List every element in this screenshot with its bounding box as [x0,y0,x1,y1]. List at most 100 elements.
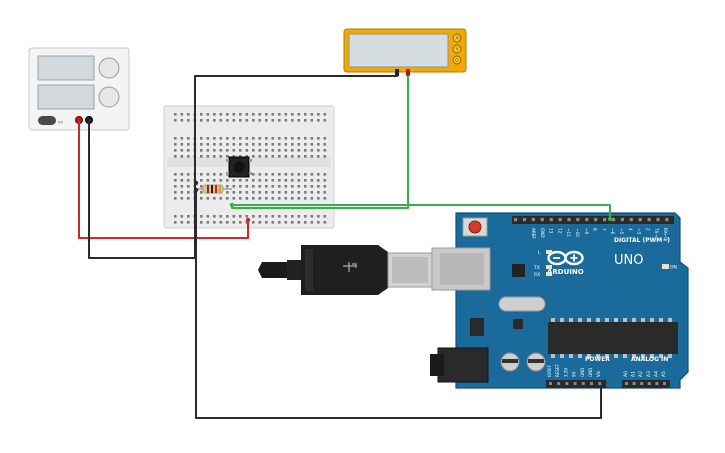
breadboard-hole[interactable] [291,143,294,146]
breadboard-hole[interactable] [284,173,288,176]
breadboard-hole[interactable] [226,179,229,182]
breadboard-hole[interactable] [200,179,203,182]
breadboard-hole[interactable] [226,197,229,200]
breadboard-hole[interactable] [239,137,242,140]
breadboard-hole[interactable] [252,185,255,188]
breadboard-hole[interactable] [278,119,281,122]
breadboard-hole[interactable] [226,191,229,194]
breadboard-hole[interactable] [239,215,242,218]
breadboard-hole[interactable] [219,155,223,158]
breadboard-hole[interactable] [291,137,294,140]
breadboard-hole[interactable] [258,185,262,188]
breadboard-hole[interactable] [174,173,177,176]
breadboard-hole[interactable] [200,221,203,224]
breadboard-hole[interactable] [213,173,216,176]
breadboard-hole[interactable] [271,179,275,182]
breadboard-hole[interactable] [219,179,223,182]
breadboard-hole[interactable] [245,197,249,200]
breadboard-hole[interactable] [317,197,320,200]
breadboard-hole[interactable] [297,191,301,194]
breadboard-hole[interactable] [304,119,307,122]
arduino-digital-pin[interactable] [531,218,535,222]
breadboard-hole[interactable] [174,221,177,224]
breadboard-hole[interactable] [187,191,190,194]
multimeter-black-lead[interactable] [395,69,399,76]
breadboard-hole[interactable] [284,215,288,218]
breadboard-hole[interactable] [245,155,249,158]
breadboard-hole[interactable] [206,143,210,146]
breadboard-hole[interactable] [310,137,314,140]
breadboard-hole[interactable] [206,113,210,116]
breadboard-hole[interactable] [245,119,249,122]
breadboard-hole[interactable] [304,143,307,146]
arduino-power-pin[interactable] [581,382,585,385]
breadboard-hole[interactable] [258,215,262,218]
breadboard-hole[interactable] [265,137,268,140]
breadboard-hole[interactable] [297,221,301,224]
arduino-digital-pin[interactable] [549,218,553,222]
breadboard-hole[interactable] [187,149,190,152]
arduino-digital-pin[interactable] [540,218,544,222]
arduino-analog-pin[interactable] [663,382,666,385]
breadboard-hole[interactable] [232,197,236,200]
breadboard-hole[interactable] [297,197,301,200]
breadboard-hole[interactable] [323,191,327,194]
breadboard-hole[interactable] [291,221,294,224]
breadboard-hole[interactable] [317,179,320,182]
arduino-power-pin[interactable] [590,382,593,385]
breadboard-hole[interactable] [252,137,255,140]
breadboard-hole[interactable] [310,191,314,194]
breadboard-hole[interactable] [200,215,203,218]
breadboard-hole[interactable] [258,155,262,158]
breadboard-hole[interactable] [304,155,307,158]
breadboard-hole[interactable] [239,197,242,200]
breadboard-hole[interactable] [258,179,262,182]
arduino-analog-pin[interactable] [655,382,659,385]
breadboard-hole[interactable] [245,137,249,140]
breadboard-hole[interactable] [213,155,216,158]
breadboard-hole[interactable] [206,119,210,122]
breadboard-hole[interactable] [213,179,216,182]
red-wire-endpoint[interactable] [245,217,251,223]
breadboard-hole[interactable] [278,179,281,182]
breadboard-hole[interactable] [226,143,229,146]
breadboard-hole[interactable] [226,119,229,122]
arduino-power-pin[interactable] [598,382,602,385]
green-wire-endpoint-breadboard[interactable] [229,202,235,208]
breadboard-hole[interactable] [304,137,307,140]
power-supply-voltage-knob[interactable] [98,57,120,79]
breadboard-hole[interactable] [284,197,288,200]
breadboard-hole[interactable] [219,137,223,140]
breadboard-hole[interactable] [271,221,275,224]
breadboard-hole[interactable] [271,119,275,122]
arduino-digital-pin[interactable] [603,218,607,222]
breadboard-hole[interactable] [219,197,223,200]
breadboard-hole[interactable] [291,113,294,116]
breadboard-hole[interactable] [187,173,190,176]
arduino-digital-pin[interactable] [522,218,527,222]
breadboard-hole[interactable] [304,221,307,224]
breadboard-hole[interactable] [200,191,203,194]
breadboard-hole[interactable] [265,221,268,224]
breadboard-hole[interactable] [265,149,268,152]
breadboard-hole[interactable] [252,143,255,146]
breadboard-hole[interactable] [258,137,262,140]
breadboard-hole[interactable] [278,191,281,194]
arduino-power-pin[interactable] [549,382,552,385]
breadboard-hole[interactable] [252,173,255,176]
breadboard-hole[interactable] [206,221,210,224]
breadboard-hole[interactable] [206,197,210,200]
breadboard-hole[interactable] [200,197,203,200]
arduino-power-pin[interactable] [565,382,569,385]
breadboard-hole[interactable] [180,191,184,194]
breadboard-hole[interactable] [278,221,281,224]
breadboard-hole[interactable] [310,221,314,224]
breadboard-hole[interactable] [252,119,255,122]
breadboard-hole[interactable] [317,137,320,140]
breadboard-hole[interactable] [271,173,275,176]
multimeter-ammeter-probe[interactable] [452,33,462,43]
breadboard-hole[interactable] [232,155,236,158]
breadboard-hole[interactable] [213,113,216,116]
breadboard-hole[interactable] [180,149,184,152]
